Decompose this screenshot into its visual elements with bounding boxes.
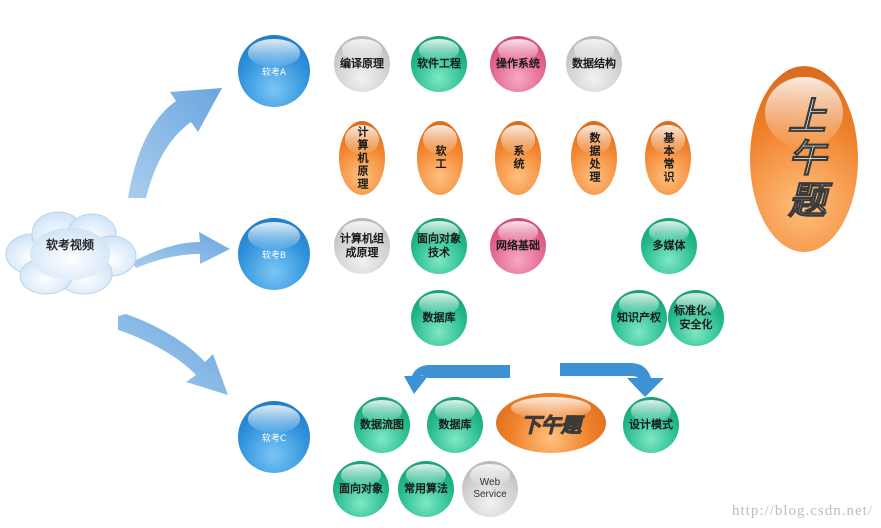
node-computer-principle[interactable]: 计算机原理: [339, 121, 385, 195]
node-standardization[interactable]: 标准化、安全化: [668, 290, 724, 346]
node-oop[interactable]: 面向对象: [333, 461, 389, 517]
node-data-processing[interactable]: 数据处理: [571, 121, 617, 195]
cloud-shape: [5, 211, 137, 295]
node-ip-rights[interactable]: 知识产权: [611, 290, 667, 346]
arrow-afternoon-right: [560, 363, 664, 397]
arrow-afternoon-left: [404, 365, 510, 394]
node-dataflow[interactable]: 数据流图: [354, 397, 410, 453]
node-soft-eng-short[interactable]: 软工: [417, 121, 463, 195]
node-multimedia[interactable]: 多媒体: [641, 218, 697, 274]
arrow-to-a: [128, 88, 222, 198]
node-data-structure[interactable]: 数据结构: [566, 36, 622, 92]
node-design-pattern[interactable]: 设计模式: [623, 397, 679, 453]
arrow-to-b: [132, 232, 230, 268]
node-web-service[interactable]: Web Service: [462, 461, 518, 517]
node-software-eng[interactable]: 软件工程: [411, 36, 467, 92]
node-database-c[interactable]: 数据库: [427, 397, 483, 453]
arrow-to-c: [118, 314, 228, 395]
node-compiler[interactable]: 编译原理: [334, 36, 390, 92]
node-network-basics[interactable]: 网络基础: [490, 218, 546, 274]
node-basic-knowledge[interactable]: 基本常识: [645, 121, 691, 195]
node-ruankao-a[interactable]: 软考A: [238, 35, 310, 107]
node-ruankao-b[interactable]: 软考B: [238, 218, 310, 290]
node-os[interactable]: 操作系统: [490, 36, 546, 92]
node-system[interactable]: 系统: [495, 121, 541, 195]
root-label: 软考视频: [45, 238, 94, 252]
node-computer-organization[interactable]: 计算机组成原理: [334, 218, 390, 274]
node-oop-tech[interactable]: 面向对象技术: [411, 218, 467, 274]
node-afternoon-exam[interactable]: 下午题: [496, 393, 606, 453]
node-common-algorithms[interactable]: 常用算法: [398, 461, 454, 517]
node-ruankao-c[interactable]: 软考C: [238, 401, 310, 473]
node-morning-exam[interactable]: 上午题: [750, 66, 858, 252]
watermark: http://blog.csdn.net/: [732, 503, 873, 519]
node-database-b[interactable]: 数据库: [411, 290, 467, 346]
